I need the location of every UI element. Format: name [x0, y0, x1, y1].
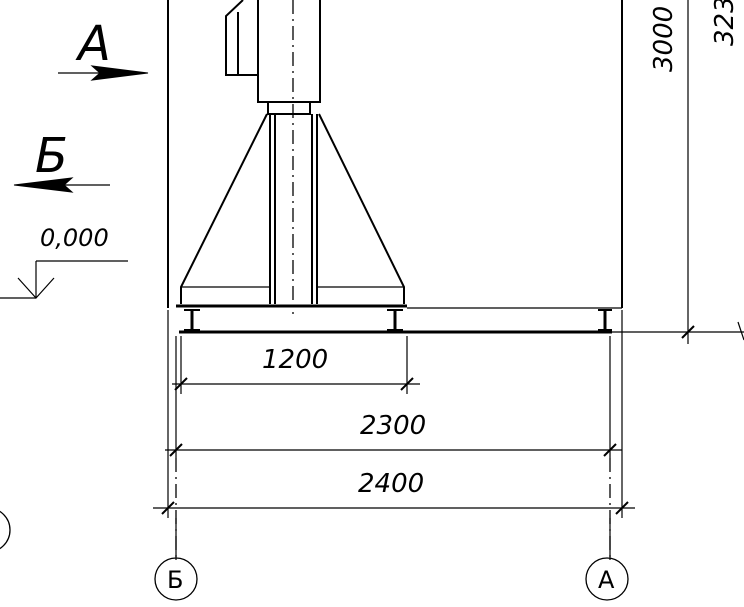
dim-1200-tick-left: [174, 377, 188, 391]
view-marker-b: Б: [13, 128, 110, 193]
level-mark-label: 0,000: [40, 224, 109, 252]
support-left-outer: [180, 113, 268, 304]
view-marker-a: А: [58, 16, 149, 81]
base-frame: [176, 304, 744, 334]
beam-support-middle: [387, 309, 403, 331]
dim-1200-label: 1200: [262, 345, 328, 375]
axis-b-bubble: [154, 557, 198, 601]
upper-unit: [225, 0, 321, 115]
view-marker-a-arrowhead: [90, 65, 149, 81]
dim-2400-tick-left: [161, 501, 175, 515]
coupling: [267, 101, 311, 115]
axis-a: А: [585, 458, 629, 601]
dim-3000-label: 3000: [649, 6, 679, 72]
shaft: [274, 0, 313, 314]
axis-a-label: А: [598, 566, 615, 594]
equipment-housing: [167, 0, 623, 308]
dim-3000-tick: [681, 325, 695, 339]
dimension-3000: 3000: [649, 0, 695, 344]
dimension-3230: 3230: [710, 0, 744, 341]
dimension-1200: 1200: [172, 336, 420, 394]
axis-b: Б: [154, 458, 198, 601]
level-mark: 0,000: [0, 224, 128, 299]
view-marker-b-arrowhead: [13, 177, 74, 193]
upper-unit-side-box: [225, 0, 258, 76]
dim-2400-label: 2400: [358, 469, 424, 499]
dim-3230-tick: [737, 321, 744, 341]
dim-2300-tick-left: [169, 443, 183, 457]
dimension-2400: 2400: [153, 310, 635, 518]
dim-2300-tick-right: [603, 443, 617, 457]
dim-1200-tick-right: [400, 377, 414, 391]
dim-2400-tick-right: [615, 501, 629, 515]
dim-2300-label: 2300: [360, 411, 426, 441]
axis-b-label: Б: [167, 566, 183, 594]
support-frame: [180, 113, 405, 304]
support-right-outer: [318, 113, 405, 304]
view-marker-b-label: Б: [35, 128, 68, 184]
dimension-2300: 2300: [165, 336, 622, 458]
axis-bubble-partial-left: [0, 510, 11, 550]
view-marker-a-label: А: [75, 16, 111, 72]
dim-3230-label: 3230: [710, 0, 740, 46]
beam-support-right: [598, 309, 612, 331]
beam-support-left: [184, 309, 200, 331]
axis-a-bubble: [585, 557, 629, 601]
upper-unit-body: [257, 0, 321, 103]
